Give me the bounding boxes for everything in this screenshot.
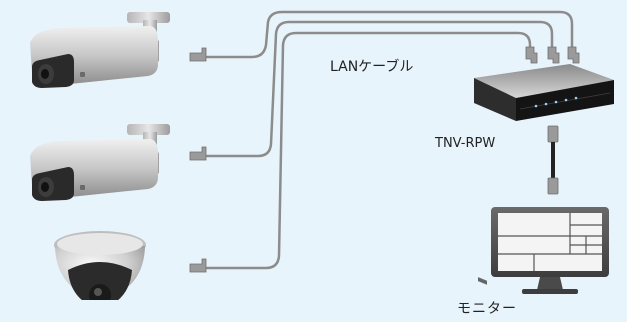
monitor-icon (491, 207, 609, 294)
rj45-plug-icon (189, 47, 207, 62)
rj45-plug-icon (547, 46, 560, 64)
bullet-camera-icon (30, 12, 170, 88)
monitor-label: モニター (457, 301, 517, 317)
rj45-plug-icon (525, 46, 538, 64)
lan-cables (205, 10, 574, 270)
rj45-plug-icon (567, 46, 580, 64)
bullet-camera-icon (30, 124, 170, 201)
cable-camera-1 (205, 10, 574, 59)
hdmi-cable (547, 125, 559, 195)
cable-camera-2 (205, 20, 554, 158)
recorder-model-label: TNV-RPW (435, 136, 496, 151)
network-recorder-icon (474, 64, 614, 285)
rj45-plug-icon (189, 146, 207, 161)
dome-camera-icon (54, 231, 148, 322)
cable-camera-3 (205, 31, 532, 270)
rj45-plug-icon (189, 258, 207, 273)
lan-cable-label: LANケーブル (330, 59, 414, 75)
